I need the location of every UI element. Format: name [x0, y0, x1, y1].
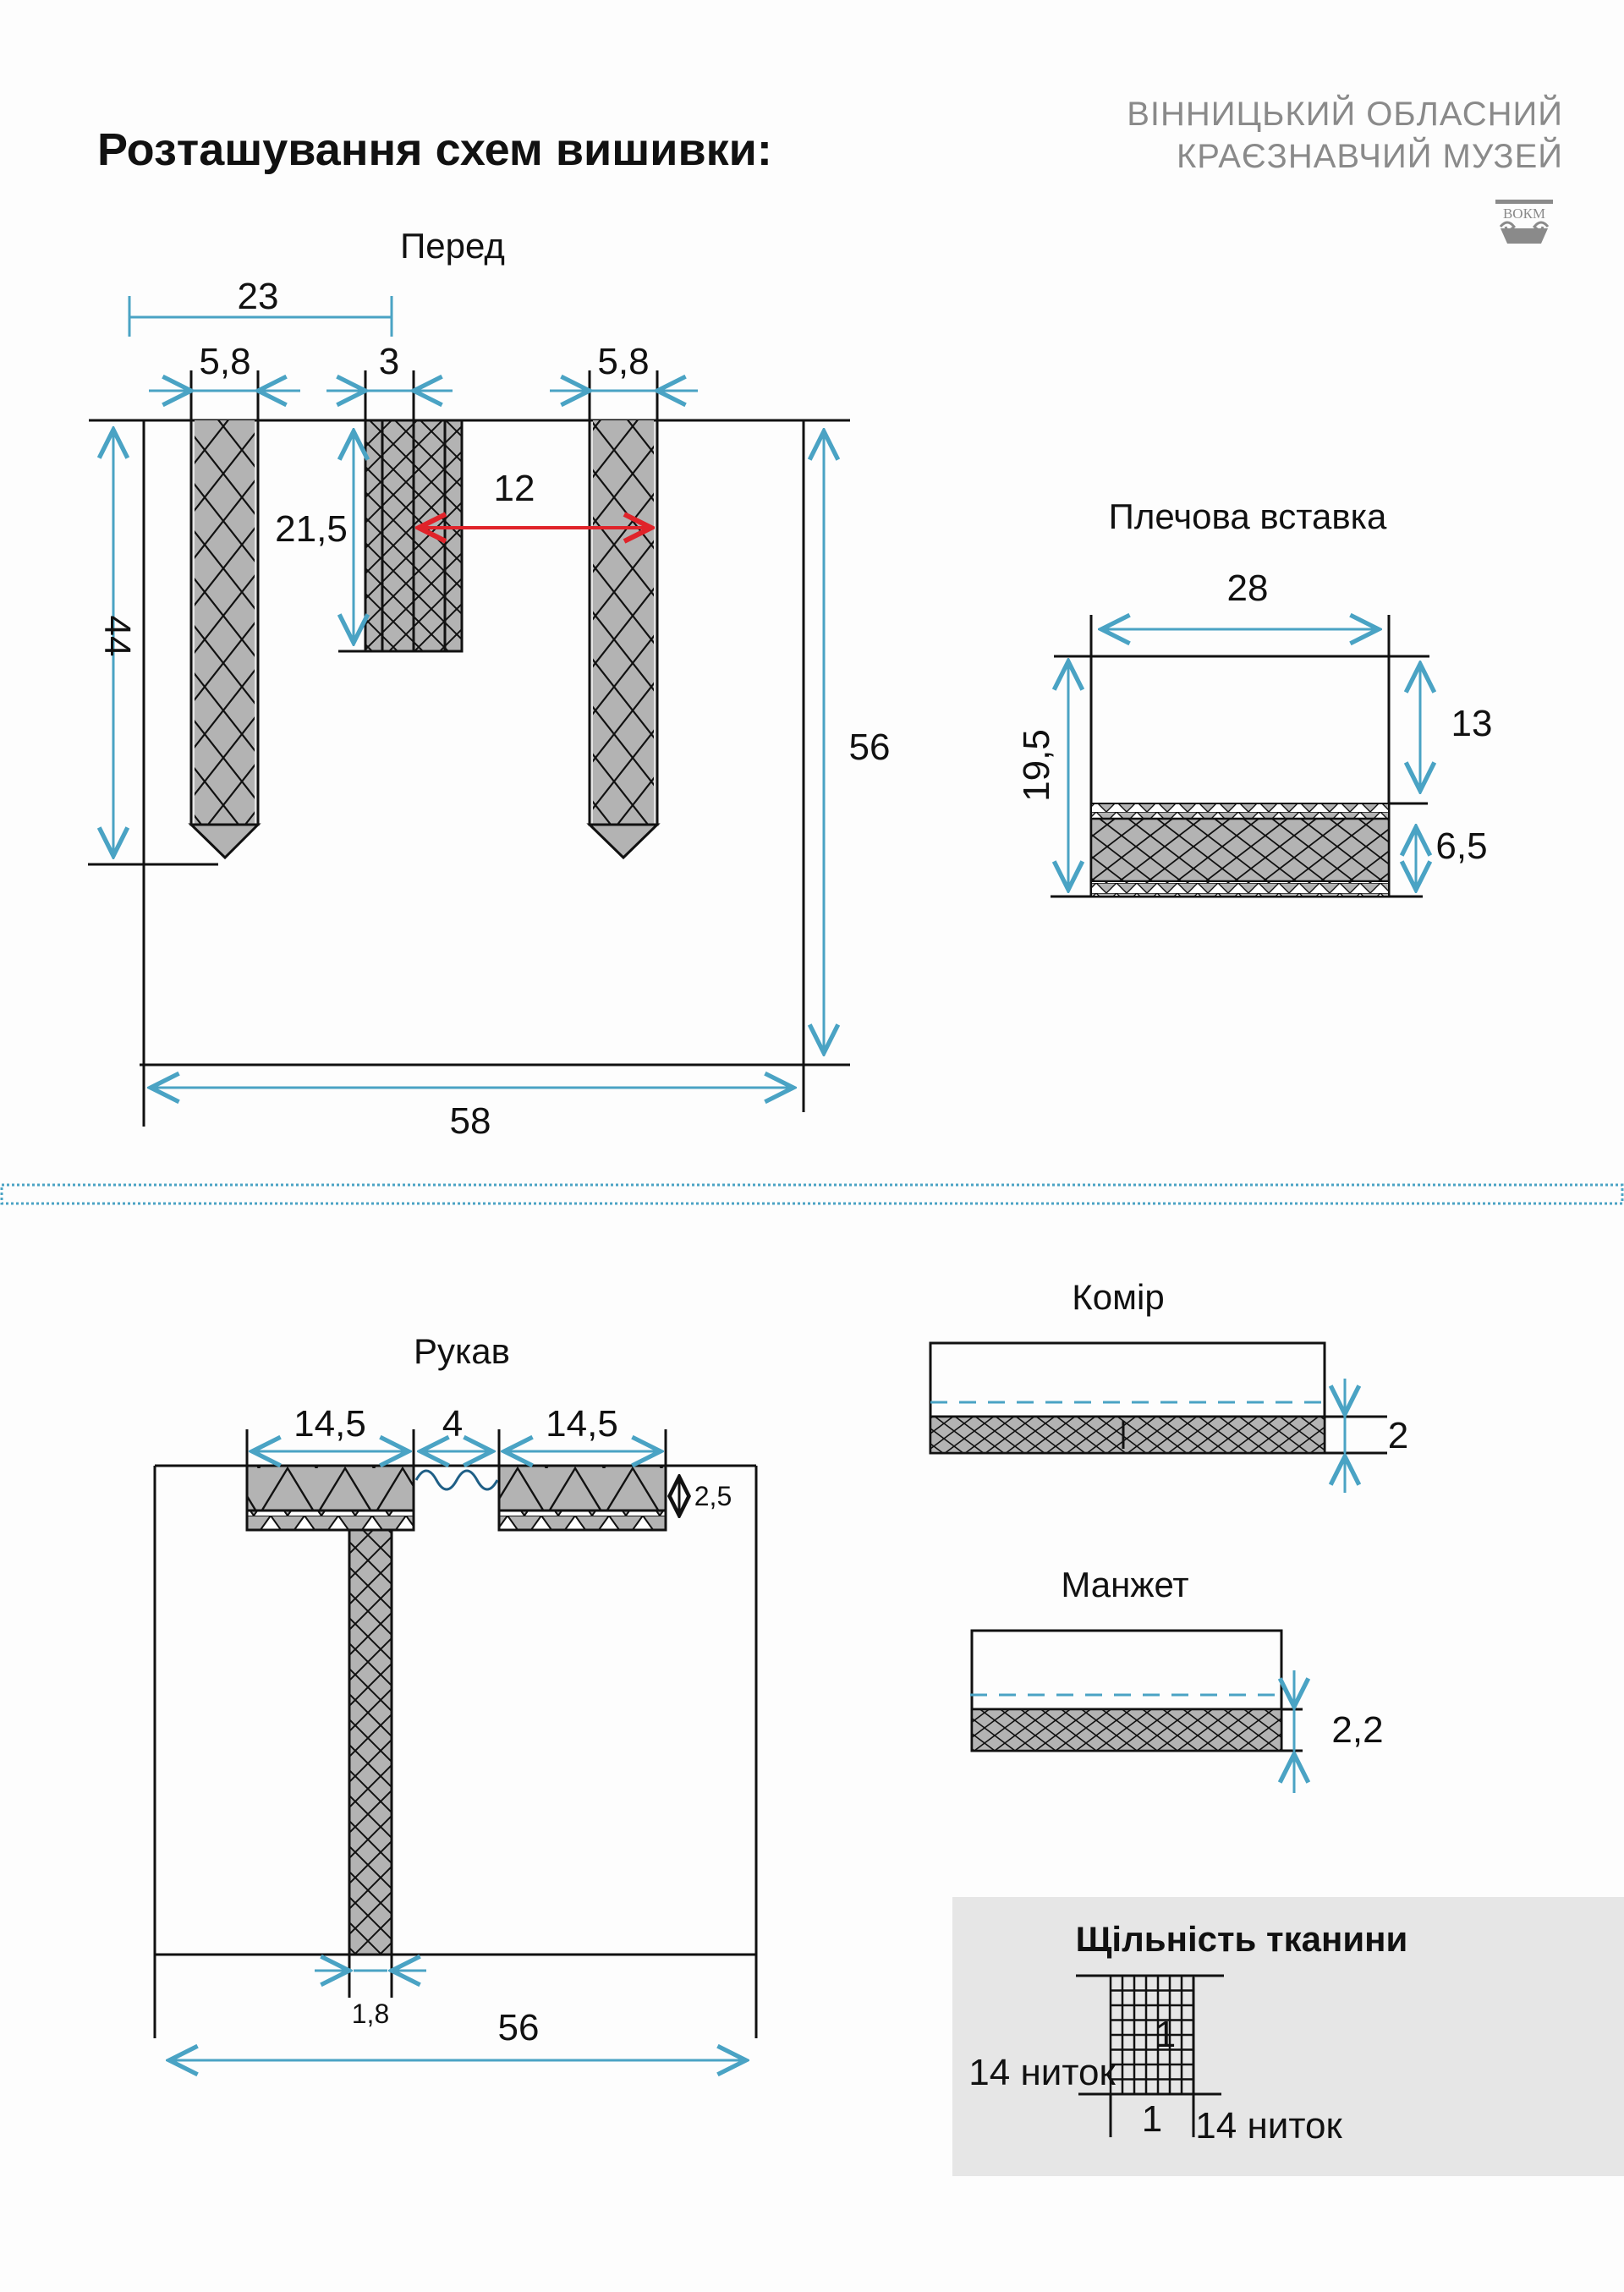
front-center-embroidery-block [338, 419, 464, 653]
section-divider [0, 1183, 1624, 1205]
sleeve-gap-wave [414, 1469, 499, 1491]
dim-sleeve-stripe-width: 1,8 [352, 1999, 389, 2029]
dim-piece-width: 58 [450, 1100, 491, 1142]
sleeve-vertical-stripe [348, 1528, 393, 1956]
sleeve-right-embroidery-band [497, 1464, 667, 1532]
dim-shoulder-total-height: 19,5 [1016, 729, 1057, 802]
front-right-embroidery-stripe [586, 419, 661, 860]
dim-center-width: 3 [379, 341, 399, 382]
sleeve-piece: Рукав 14,5 4 14,5 2,5 [153, 1331, 758, 2060]
front-left-embroidery-stripe [188, 419, 261, 860]
shoulder-label: Плечова вставка [1109, 496, 1387, 536]
dim-center-to-stripe: 12 [494, 468, 535, 509]
museum-logo-icon: ВОКМ [1495, 200, 1553, 244]
dim-right-stripe-width: 5,8 [597, 341, 649, 382]
museum-name-line2: КРАЄЗНАВЧИЙ МУЗЕЙ [1177, 136, 1563, 175]
cuff-embroidery-band [970, 1708, 1283, 1752]
dim-sleeve-width: 56 [498, 2007, 540, 2048]
dim-left-offset: 23 [238, 276, 279, 317]
dim-collar-band-height: 2 [1388, 1415, 1408, 1456]
dim-piece-height: 56 [849, 727, 891, 768]
dim-shoulder-width: 28 [1227, 568, 1269, 609]
shoulder-insert: Плечова вставка 28 19,5 13 6,5 [1016, 496, 1493, 898]
page-title: Розташування схем вишивки: [97, 124, 772, 175]
dim-sleeve-left-band: 14,5 [294, 1403, 366, 1445]
dim-cuff-band-height: 2,2 [1331, 1709, 1383, 1751]
dim-sleeve-gap: 4 [442, 1403, 463, 1445]
density-grid [1109, 1974, 1195, 2096]
dim-shoulder-band-height: 6,5 [1435, 825, 1487, 867]
dim-stripe-height: 44 [96, 616, 138, 657]
front-label: Перед [400, 226, 505, 266]
cuff-label: Манжет [1061, 1565, 1188, 1604]
sleeve-left-embroidery-band [245, 1464, 415, 1532]
density-title: Щільність тканини [1076, 1919, 1408, 1959]
shoulder-embroidery-band [1089, 803, 1391, 897]
density-horizontal-threads: 14 ниток [1195, 2105, 1342, 2147]
fabric-density-panel: Щільність тканини 1 14 ниток 1 14 ниток [952, 1897, 1624, 2176]
front-piece: Перед 23 [88, 226, 890, 1142]
dim-center-height: 21,5 [275, 508, 348, 550]
collar-label: Комір [1072, 1277, 1164, 1317]
sleeve-label: Рукав [414, 1331, 510, 1371]
density-vertical-unit: 1 [1155, 2014, 1176, 2055]
density-horizontal-unit: 1 [1142, 2098, 1162, 2140]
cuff-piece: Манжет 2,2 [970, 1565, 1384, 1793]
dim-shoulder-top-height: 13 [1451, 703, 1493, 744]
logo-text: ВОКМ [1503, 206, 1545, 222]
density-vertical-threads: 14 ниток [968, 2052, 1116, 2093]
museum-name-line1: ВІННИЦЬКИЙ ОБЛАСНИЙ [1127, 94, 1563, 133]
collar-piece: Комір 2 [929, 1277, 1408, 1493]
dim-sleeve-band-height: 2,5 [694, 1481, 732, 1511]
collar-embroidery-band [929, 1415, 1326, 1455]
dim-left-stripe-width: 5,8 [199, 341, 250, 382]
dim-sleeve-right-band: 14,5 [546, 1403, 618, 1445]
